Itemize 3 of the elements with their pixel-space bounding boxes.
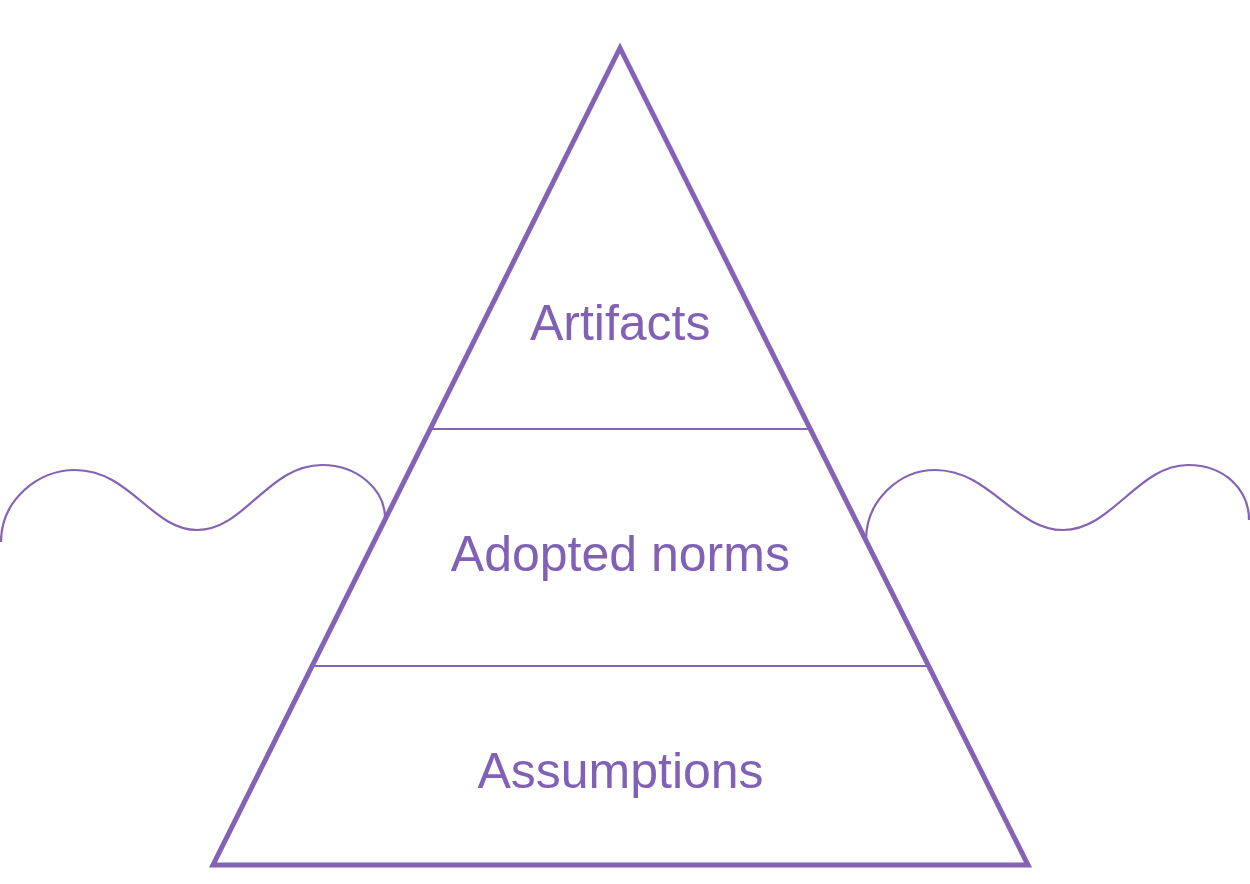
tier-label: Assumptions xyxy=(477,746,764,796)
tier-label: Artifacts xyxy=(529,298,711,348)
tier-label: Adopted norms xyxy=(450,529,790,579)
